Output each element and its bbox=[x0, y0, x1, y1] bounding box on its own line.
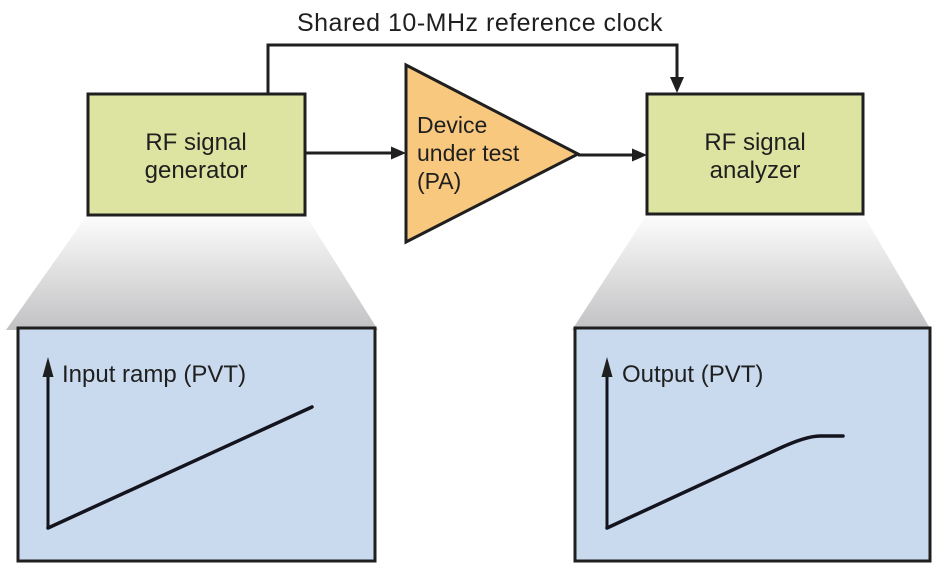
dut-label-line3: (PA) bbox=[417, 168, 461, 194]
rf-signal-analyzer-box bbox=[645, 92, 865, 216]
dut-to-analyzer-arrowhead-icon bbox=[632, 148, 647, 162]
rf-signal-analyzer-label-line1: RF signal bbox=[704, 129, 805, 156]
output-curve bbox=[605, 434, 845, 530]
rf-signal-generator-label-line2: generator bbox=[145, 157, 248, 184]
reference-clock-wire bbox=[266, 43, 679, 94]
output-graph-label: Output (PVT) bbox=[622, 361, 763, 388]
input-graph-panel bbox=[16, 326, 377, 563]
rf-signal-generator-box bbox=[86, 92, 307, 217]
clock-arrowhead-icon bbox=[670, 77, 684, 93]
rf-signal-generator-label-line1: RF signal bbox=[145, 129, 246, 156]
input-graph-label: Input ramp (PVT) bbox=[62, 361, 246, 388]
input-ramp-curve bbox=[46, 405, 314, 530]
rf-signal-analyzer-label-line2: analyzer bbox=[710, 157, 801, 184]
dut-amplifier-triangle bbox=[404, 62, 582, 245]
dut-label-line1: Device bbox=[417, 112, 487, 138]
diagram-title: Shared 10-MHz reference clock bbox=[297, 9, 663, 37]
dut-label-line2: under test bbox=[417, 140, 520, 166]
output-graph-panel bbox=[573, 326, 932, 563]
input-axis-arrowhead-icon bbox=[42, 357, 54, 377]
zoom-beam-left bbox=[6, 214, 378, 330]
output-axis-arrowhead-icon bbox=[601, 357, 613, 377]
generator-to-dut-arrowhead-icon bbox=[391, 146, 406, 160]
zoom-beam-right bbox=[572, 214, 931, 330]
